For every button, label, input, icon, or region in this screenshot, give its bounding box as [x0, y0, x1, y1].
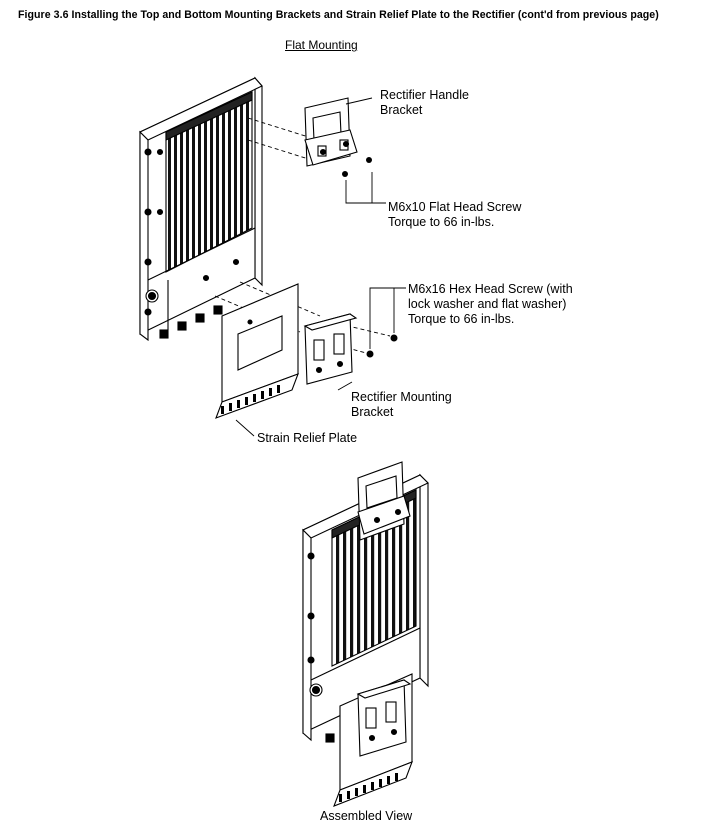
- handle-bracket: [304, 97, 358, 167]
- figure-title: Figure 3.6 Installing the Top and Bottom…: [18, 9, 659, 21]
- figure-subtitle: Flat Mounting: [285, 38, 358, 52]
- mounting-bracket: [303, 313, 358, 385]
- assembled-handle: [357, 461, 411, 541]
- callout-mounting-bracket: Rectifier Mounting Bracket: [351, 390, 452, 419]
- assembled-view-caption: Assembled View: [320, 809, 413, 823]
- flat-head-screws: [342, 157, 372, 177]
- strain-relief-plate: [215, 283, 299, 419]
- callout-flat-head-screw: M6x10 Flat Head Screw Torque to 66 in-lb…: [388, 200, 522, 229]
- rectifier-body: [139, 76, 263, 342]
- callout-strain-relief-plate: Strain Relief Plate: [257, 431, 358, 445]
- assembled-mount-bracket: [356, 679, 412, 757]
- hex-head-screws: [366, 334, 398, 358]
- leader-lines: [235, 97, 406, 437]
- callout-hex-head-screw: M6x16 Hex Head Screw (with lock washer a…: [408, 282, 573, 326]
- callout-handle-bracket: Rectifier Handle Bracket: [380, 88, 469, 117]
